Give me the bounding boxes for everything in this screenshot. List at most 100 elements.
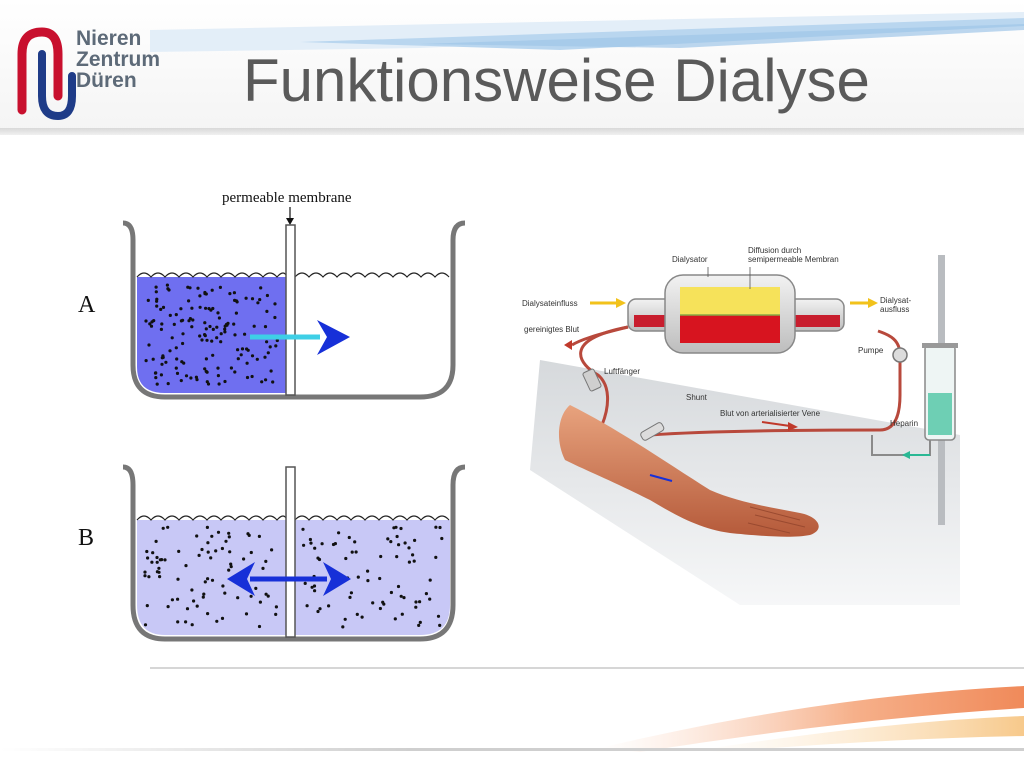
solute-particle <box>198 294 202 298</box>
solute-particle <box>204 369 208 373</box>
membrane-a <box>285 224 296 396</box>
solute-particle <box>302 543 306 547</box>
shunt-icon <box>640 422 665 441</box>
solute-particle <box>203 292 207 296</box>
solute-particle <box>265 293 269 298</box>
solute-particle <box>192 599 196 603</box>
solute-particle <box>153 371 158 375</box>
solute-particle <box>264 378 268 382</box>
solute-particle <box>355 612 359 616</box>
solute-particle <box>229 565 233 569</box>
solute-particle <box>228 292 232 296</box>
solute-particle <box>180 360 184 364</box>
solute-particle <box>223 327 227 331</box>
solute-particle <box>413 538 417 542</box>
air-trap-icon <box>582 368 602 392</box>
solute-particle <box>394 525 398 529</box>
solute-particle <box>216 374 220 378</box>
solute-particle <box>242 557 246 561</box>
logo-wordmark: Nieren Zentrum Düren <box>76 28 160 91</box>
logo-mark-icon <box>17 27 76 120</box>
solute-particle <box>181 341 185 346</box>
diffusion-diagram <box>122 207 466 642</box>
solute-particle <box>227 535 231 539</box>
solute-particle <box>185 607 190 611</box>
solute-particle <box>224 539 228 543</box>
solute-particle <box>239 353 243 357</box>
solute-particle <box>436 614 441 618</box>
solute-particle <box>190 588 194 592</box>
solute-particle <box>269 369 273 373</box>
solute-particle <box>145 604 149 608</box>
solute-particle <box>402 596 406 600</box>
solute-particle <box>197 553 201 557</box>
beaker-a <box>122 220 466 400</box>
solute-particles-a <box>144 283 279 386</box>
page-title: Funktionsweise Dialyse <box>243 47 870 114</box>
solute-particle <box>347 535 351 540</box>
solute-particle <box>206 612 210 616</box>
solute-particle <box>208 324 212 329</box>
solute-particle <box>227 568 231 572</box>
label-a: A <box>78 292 96 318</box>
solute-particle <box>206 382 211 386</box>
logo-line-2: Zentrum <box>76 48 160 71</box>
solute-particle <box>249 550 253 555</box>
solute-particle <box>244 296 248 300</box>
solute-particle <box>217 316 221 320</box>
tube-arterial <box>649 329 902 437</box>
solute-particle <box>215 325 219 329</box>
solute-particle <box>360 615 364 619</box>
solute-particle <box>229 366 233 370</box>
solute-particle <box>438 525 442 530</box>
label-shunt: Shunt <box>686 393 708 402</box>
solute-particle <box>204 357 208 361</box>
solute-particle <box>165 283 169 287</box>
solute-particle <box>175 357 179 361</box>
solute-particle <box>202 592 206 596</box>
solute-particle <box>418 620 422 624</box>
solute-particle <box>146 298 150 302</box>
solute-particle <box>151 551 155 555</box>
footer-divider <box>150 667 1024 669</box>
tube-heparin <box>871 435 931 456</box>
solute-particle <box>195 534 199 538</box>
solute-particle <box>175 371 180 375</box>
solute-particle <box>379 554 383 559</box>
solute-particle <box>273 302 277 306</box>
solute-particle <box>273 315 277 320</box>
solute-particle <box>168 313 172 317</box>
solute-particle <box>203 333 207 337</box>
solute-particle <box>170 336 174 340</box>
solute-particle <box>214 549 218 553</box>
solute-particle <box>424 592 428 596</box>
solute-particle <box>250 354 255 358</box>
solute-particle <box>428 578 432 582</box>
solute-particle <box>174 313 178 317</box>
solute-particle <box>172 322 176 326</box>
solute-particle <box>313 589 317 593</box>
solute-particle <box>206 577 210 581</box>
solute-particle <box>161 305 166 309</box>
solute-particle <box>210 288 214 292</box>
solute-particle <box>144 359 148 363</box>
solute-particle <box>176 577 180 581</box>
label-pump: Pumpe <box>858 346 884 355</box>
solute-particle <box>223 330 227 334</box>
solute-particle <box>143 574 147 578</box>
solute-particle <box>265 309 269 313</box>
solute-particle <box>147 343 151 347</box>
solute-particle <box>348 595 352 599</box>
solute-particle <box>144 319 148 323</box>
beaker-b <box>122 464 466 642</box>
solute-particle <box>159 327 163 331</box>
solute-particle <box>203 580 207 584</box>
solute-particle <box>203 367 207 371</box>
solute-particle <box>236 596 240 600</box>
solute-particle <box>176 620 180 624</box>
solute-particle <box>266 594 270 598</box>
solute-particle <box>440 536 444 541</box>
solute-particle <box>235 300 239 304</box>
arrow-head-b-right <box>323 562 351 596</box>
solute-particle <box>274 612 278 616</box>
